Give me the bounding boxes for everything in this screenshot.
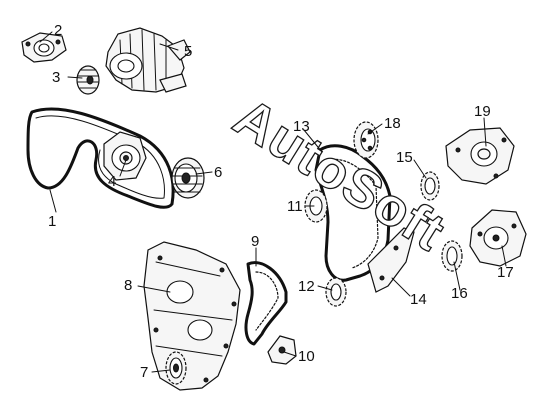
callout-8: 8 xyxy=(124,277,132,294)
part-9-lower-timing-chain xyxy=(244,261,288,346)
callout-9: 9 xyxy=(251,233,259,250)
part-19-water-pump xyxy=(445,127,515,185)
part-8-timing-cover xyxy=(143,241,241,391)
part-12-sprocket xyxy=(325,277,347,307)
callout-17: 17 xyxy=(497,264,514,281)
callout-7: 7 xyxy=(140,364,148,381)
callout-18: 18 xyxy=(384,115,401,132)
part-11-intermediate-sprocket xyxy=(304,189,328,223)
part-5-alternator xyxy=(105,27,191,93)
callout-15: 15 xyxy=(396,149,413,166)
part-17-oil-pump xyxy=(469,209,527,267)
callout-19: 19 xyxy=(474,103,491,120)
part-16-oil-pump-sprocket xyxy=(441,240,463,272)
part-7-crank-sprocket xyxy=(165,351,187,385)
callout-10: 10 xyxy=(298,348,315,365)
callout-2: 2 xyxy=(54,22,62,39)
callout-5: 5 xyxy=(184,43,192,60)
part-10-chain-tensioner xyxy=(267,335,297,365)
callout-6: 6 xyxy=(214,164,222,181)
part-2-thermostat-housing xyxy=(21,32,67,63)
part-14-chain-guide xyxy=(367,227,415,293)
callout-13: 13 xyxy=(293,118,310,135)
callout-4: 4 xyxy=(108,173,116,190)
callout-11: 11 xyxy=(287,198,303,215)
part-1-drive-belt xyxy=(26,107,175,209)
leader-lines xyxy=(39,31,507,373)
part-4-belt-tensioner xyxy=(103,131,147,181)
callout-12: 12 xyxy=(298,278,315,295)
callout-14: 14 xyxy=(410,291,427,308)
callout-3: 3 xyxy=(52,69,60,86)
part-3-alternator-pulley xyxy=(76,65,100,95)
callout-16: 16 xyxy=(451,285,468,302)
callout-1: 1 xyxy=(48,213,56,230)
callout-labels: 2 3 5 1 4 6 7 8 9 10 11 12 13 14 15 16 1… xyxy=(48,22,514,381)
part-15-pump-sprocket xyxy=(420,171,440,201)
part-6-crank-pulley xyxy=(171,157,205,199)
